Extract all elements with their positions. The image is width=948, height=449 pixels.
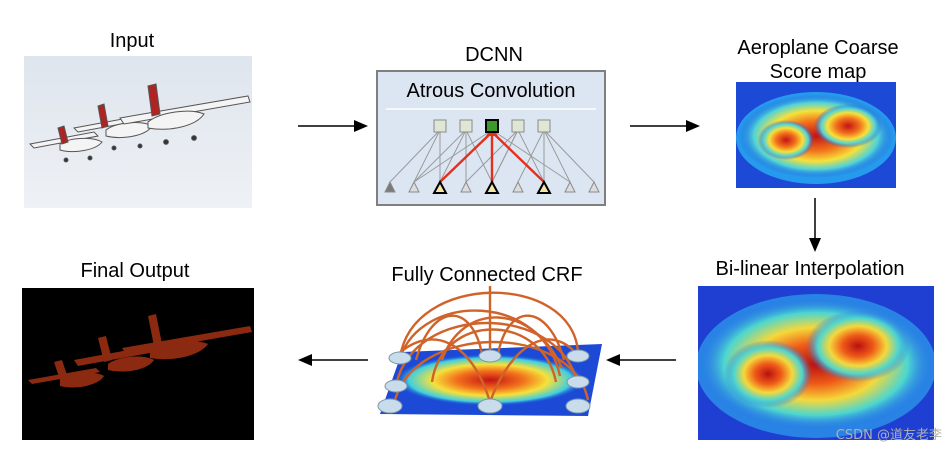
arrow-input-to-dcnn <box>298 120 368 132</box>
input-label: Input <box>109 30 155 52</box>
coarse-score-map <box>736 82 896 188</box>
final-output-image <box>22 288 254 440</box>
coarse-score-label-line2: Score map <box>769 61 867 83</box>
arrow-bilinear-to-crf <box>606 354 676 366</box>
crf-label: Fully Connected CRF <box>391 264 583 286</box>
bilinear-label: Bi-linear Interpolation <box>715 258 905 280</box>
dcnn-box: Atrous Convolution <box>376 70 606 206</box>
input-image <box>24 56 252 208</box>
coarse-score-label-line1: Aeroplane Coarse <box>737 37 899 59</box>
dcnn-label: DCNN <box>465 44 523 66</box>
atrous-convolution-title: Atrous Convolution <box>406 80 576 102</box>
bilinear-map <box>698 286 934 440</box>
atrous-convolution-diagram <box>384 108 600 194</box>
arrow-crf-to-final <box>298 354 368 366</box>
crf-visual <box>372 282 608 422</box>
airplane-icon <box>28 83 251 163</box>
airplane-silhouette-icon <box>28 314 252 388</box>
final-output-label: Final Output <box>80 260 190 282</box>
watermark-text: CSDN @道友老李 <box>835 428 942 443</box>
arrow-coarse-to-bilinear <box>809 198 821 252</box>
arrow-dcnn-to-coarse <box>630 120 700 132</box>
